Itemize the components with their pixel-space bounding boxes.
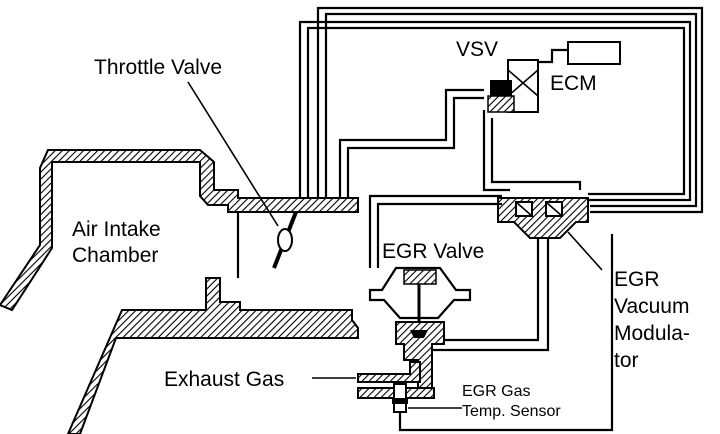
vacuum-lines [298, 6, 704, 214]
exhaust-pipe [312, 361, 435, 399]
egr-temp-label-line1: EGR Gas [462, 383, 530, 400]
throttle-valve [187, 81, 298, 269]
egr-modulator-label-line1: EGR [614, 268, 660, 291]
egr-temp-sensor [392, 234, 614, 432]
exhaust-gas-label: Exhaust Gas [164, 368, 284, 391]
ecm-label: ECM [550, 72, 597, 95]
egr-vacuum-modulator [416, 197, 603, 352]
ecm-box [567, 41, 621, 65]
egr-modulator-label-line3: Modula- [614, 322, 690, 345]
egr-valve-label: EGR Valve [382, 240, 484, 263]
egr-modulator-label-line2: Vacuum [614, 295, 689, 318]
vsv-solenoid [487, 48, 568, 113]
air-intake-label-line1: Air Intake [72, 218, 161, 241]
egr-temp-label-line2: Temp. Sensor [462, 403, 561, 420]
air-intake-chamber [0, 149, 359, 434]
egr-modulator-label-line4: tor [614, 349, 639, 372]
air-intake-label-line2: Chamber [72, 244, 158, 267]
vsv-label: VSV [456, 38, 498, 61]
egr-valve [368, 194, 502, 397]
throttle-valve-label: Throttle Valve [94, 56, 222, 79]
